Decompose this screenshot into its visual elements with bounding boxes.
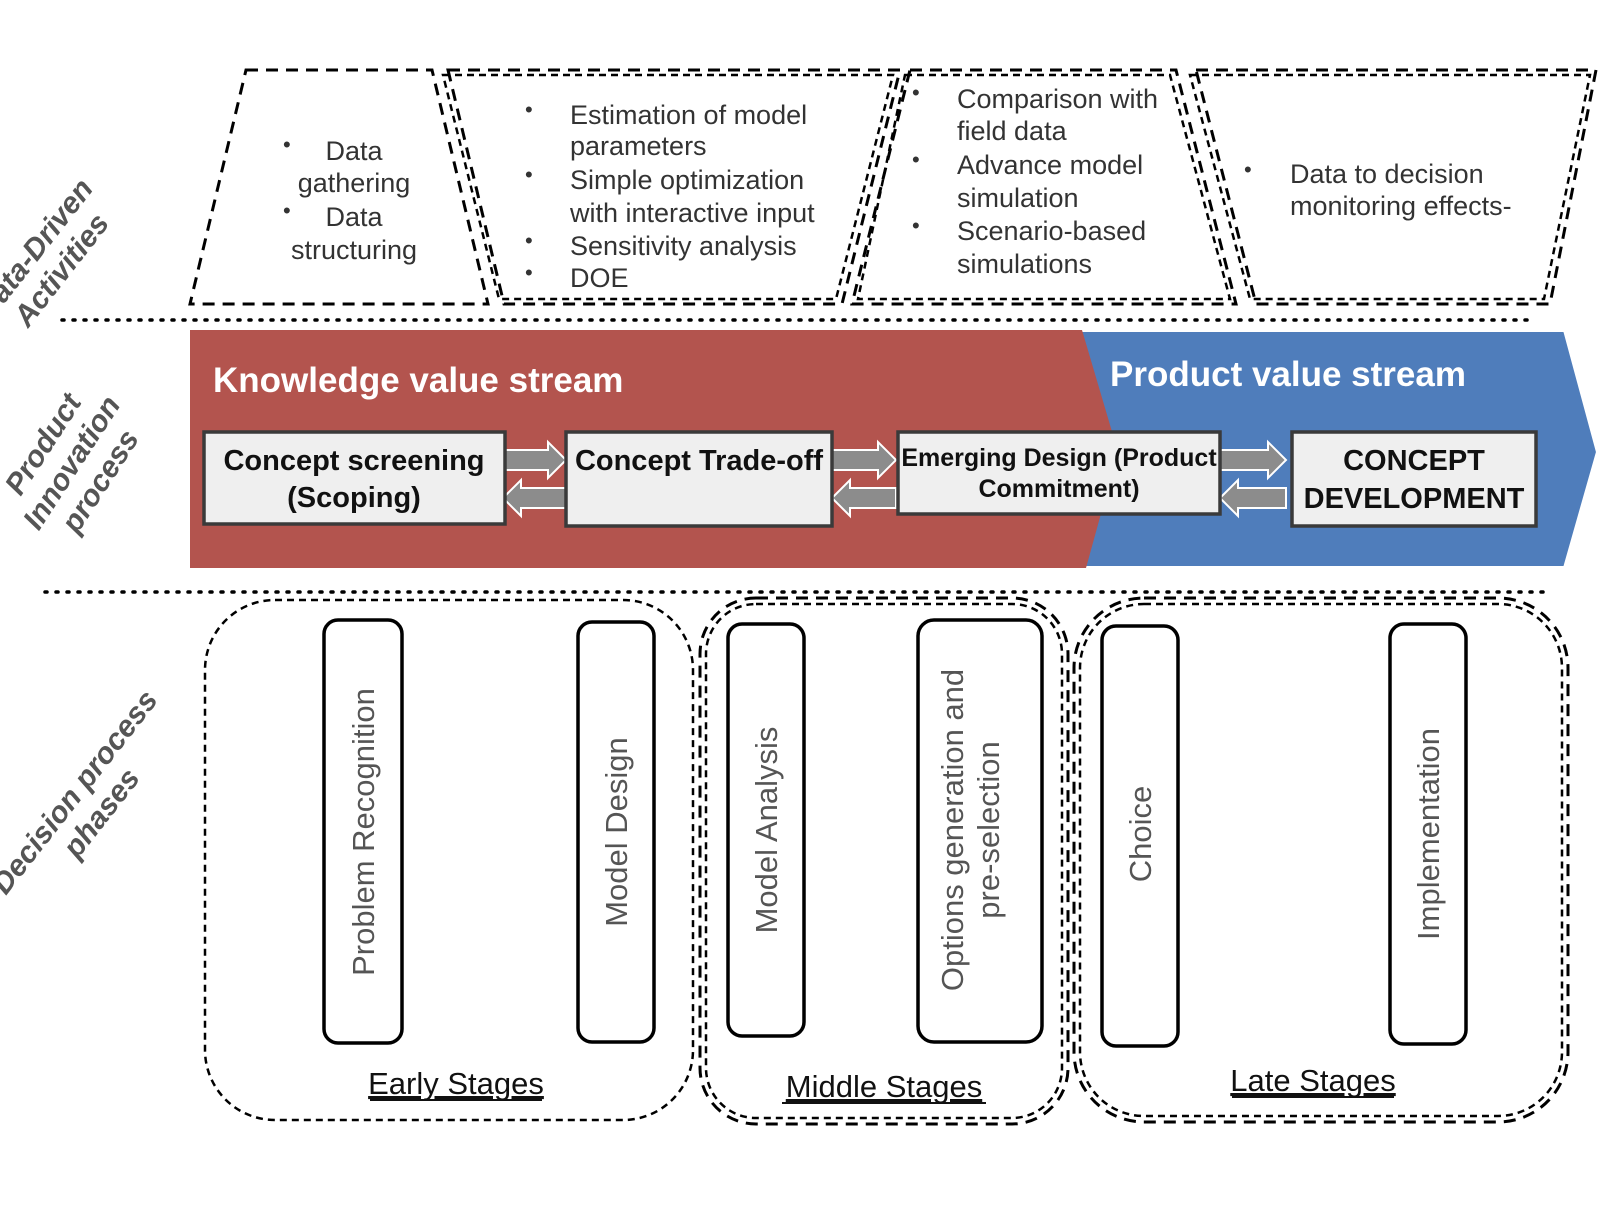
phase-choice: Choice <box>1100 624 1180 1048</box>
svg-text:ProductInnovationprocess: ProductInnovationprocess <box>0 372 156 554</box>
late-stages-group <box>1072 596 1570 1124</box>
early-stages-label: Early Stages <box>368 1066 544 1101</box>
svg-text:Concept screening(Scoping): Concept screening(Scoping) <box>223 445 484 514</box>
svg-text:Implementation: Implementation <box>1411 728 1446 940</box>
svg-text:•: • <box>912 147 920 172</box>
svg-text:•: • <box>912 213 920 238</box>
late-stages-label: Late Stages <box>1230 1063 1395 1098</box>
bidirectional-arrow-1 <box>501 439 568 519</box>
bidirectional-arrow-3 <box>1218 439 1288 519</box>
concept-trade-off-box: Concept Trade-off <box>564 430 834 528</box>
svg-text:Concept Trade-off: Concept Trade-off <box>575 445 823 477</box>
product-value-stream-title: Product value stream <box>1110 355 1466 394</box>
middle-stages-group <box>698 596 1070 1126</box>
activity-item: Sensitivity analysis <box>570 231 797 261</box>
concept-screening-box: Concept screening(Scoping) <box>202 430 507 526</box>
svg-text:Model Design: Model Design <box>599 737 634 927</box>
phase-options-generation: Options generation andpre-selection <box>916 618 1044 1044</box>
svg-text:•: • <box>525 260 533 285</box>
svg-text:Choice: Choice <box>1123 786 1158 883</box>
decision-process-phases-label: Decision processphases <box>0 684 191 921</box>
middle-stages-label: Middle Stages <box>786 1069 982 1104</box>
svg-text:•: • <box>525 97 533 122</box>
svg-text:Decision processphases: Decision processphases <box>0 684 191 921</box>
svg-text:•: • <box>525 228 533 253</box>
phase-implementation: Implementation <box>1388 622 1468 1046</box>
bidirectional-arrow-2 <box>830 439 898 519</box>
svg-text:•: • <box>525 162 533 187</box>
svg-text:Problem Recognition: Problem Recognition <box>346 688 381 976</box>
svg-text:Model Analysis: Model Analysis <box>749 727 784 934</box>
early-stages-group <box>203 598 695 1122</box>
svg-text:Options generation andpre-sele: Options generation andpre-selection <box>935 669 1006 991</box>
svg-text:•: • <box>1244 157 1252 182</box>
product-innovation-process-label: ProductInnovationprocess <box>0 372 156 554</box>
svg-text:•: • <box>283 132 291 157</box>
phase-model-analysis: Model Analysis <box>726 622 806 1038</box>
phase-problem-recognition: Problem Recognition <box>322 618 404 1045</box>
svg-text:•: • <box>283 198 291 223</box>
phase-model-design: Model Design <box>576 620 656 1044</box>
svg-text:•: • <box>912 80 920 105</box>
activity-item: DOE <box>570 263 629 293</box>
knowledge-value-stream-title: Knowledge value stream <box>213 361 623 400</box>
